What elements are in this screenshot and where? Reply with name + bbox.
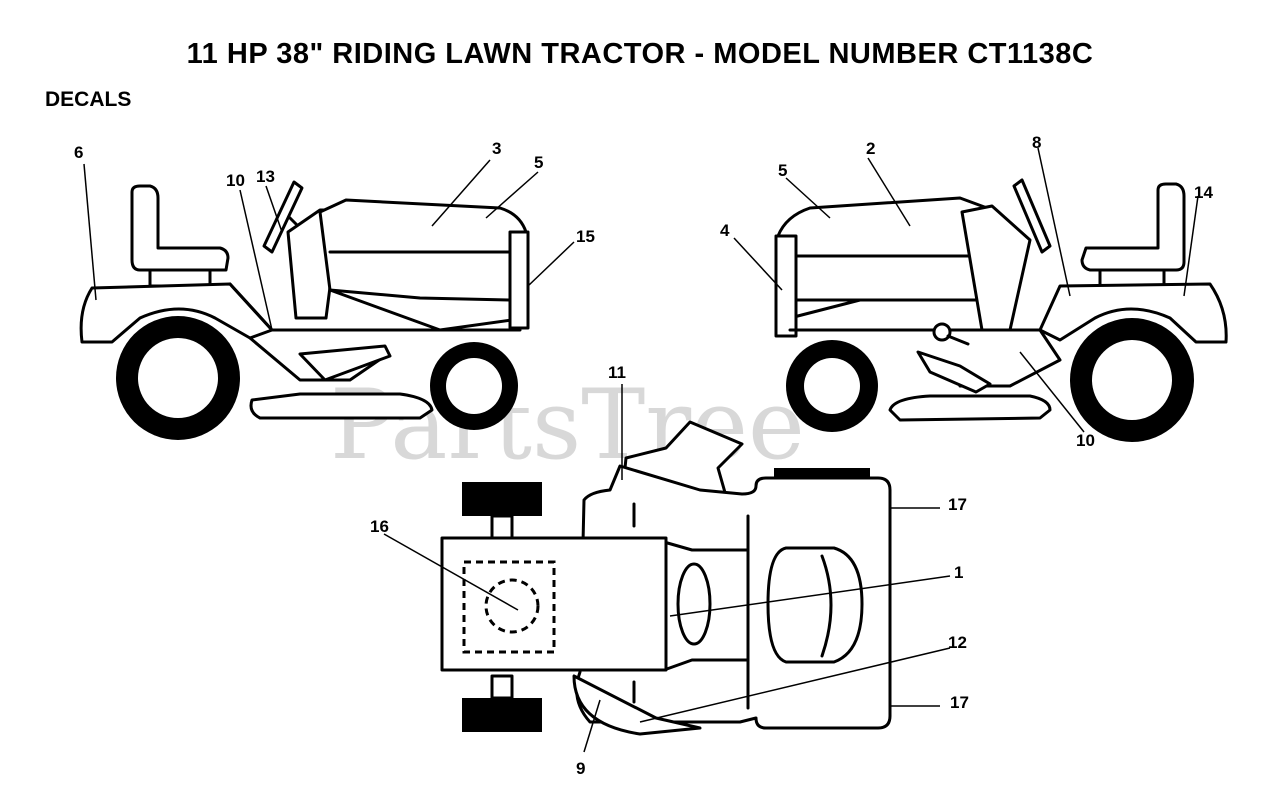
- tractor-right-side-view: [774, 178, 1228, 442]
- steering-wheel-right: [1012, 178, 1052, 254]
- watermark: PartsTree: [330, 369, 805, 481]
- tractor-top-view: [440, 420, 892, 736]
- callout-13: 13: [256, 167, 275, 186]
- rear-fender-left: [79, 282, 274, 344]
- front-tire-top: [462, 482, 542, 516]
- seat-left: [130, 184, 230, 272]
- callout-17-top: 17: [948, 495, 967, 514]
- section-label: DECALS: [45, 88, 132, 111]
- callout-14: 14: [1194, 183, 1213, 202]
- callout-numbers: 6 10 13 3 5 15 2 5 4 8 14 10 11 16 17 1 …: [74, 133, 1213, 778]
- callout-9: 9: [576, 759, 585, 778]
- tractor-left-side-view: [79, 180, 530, 440]
- callout-15: 15: [576, 227, 595, 246]
- rear-fender-right: [1038, 282, 1228, 344]
- leader-lines: [83, 147, 1199, 753]
- mower-deck-left: [249, 392, 434, 420]
- mower-deck-right: [888, 394, 1052, 422]
- callout-11: 11: [608, 363, 626, 382]
- callout-12: 12: [948, 633, 967, 652]
- callout-17-bottom: 17: [950, 693, 969, 712]
- callout-16: 16: [370, 517, 389, 536]
- callout-2: 2: [866, 139, 875, 158]
- callout-10-right: 10: [1076, 431, 1095, 450]
- callout-5-right: 5: [778, 161, 787, 180]
- front-tire-bottom: [462, 698, 542, 732]
- callout-5-left: 5: [534, 153, 543, 172]
- callout-1: 1: [954, 563, 963, 582]
- callout-6: 6: [74, 143, 83, 162]
- callout-10-left: 10: [226, 171, 245, 190]
- steering-wheel-left: [262, 180, 304, 254]
- callout-3: 3: [492, 139, 501, 158]
- diagram-title: 11 HP 38" RIDING LAWN TRACTOR - MODEL NU…: [186, 38, 1094, 70]
- hood-left: [318, 198, 528, 332]
- callout-8: 8: [1032, 133, 1041, 152]
- callout-4: 4: [720, 221, 730, 240]
- seat-right: [1080, 182, 1186, 272]
- steering-column-top: [676, 562, 712, 646]
- seat-pan-top: [766, 546, 864, 664]
- hood-right: [776, 196, 1000, 320]
